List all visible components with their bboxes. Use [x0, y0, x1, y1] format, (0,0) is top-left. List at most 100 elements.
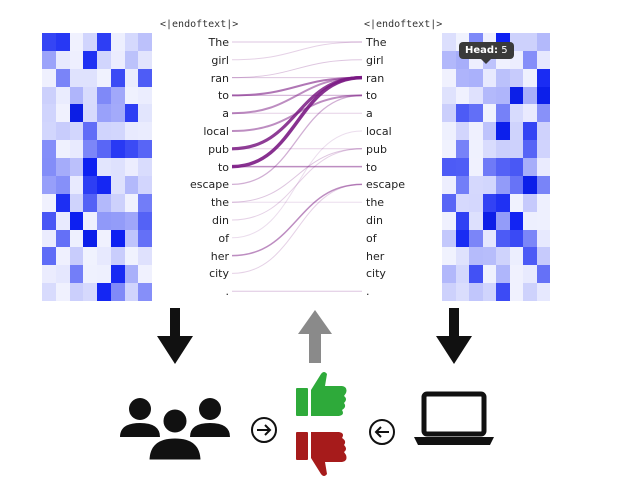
heatmap-cell[interactable]	[110, 193, 125, 212]
heatmap-cell[interactable]	[97, 33, 111, 51]
heatmap-cell[interactable]	[124, 211, 139, 230]
heatmap-cell[interactable]	[442, 122, 456, 141]
heatmap-cell[interactable]	[536, 86, 550, 105]
heatmap-cell[interactable]	[42, 211, 56, 230]
heatmap-cell[interactable]	[469, 158, 483, 176]
token[interactable]: her	[210, 249, 229, 263]
heatmap-cell[interactable]	[83, 86, 97, 105]
heatmap-cell[interactable]	[496, 283, 510, 301]
heatmap-cell[interactable]	[42, 229, 56, 248]
heatmap-cell[interactable]	[42, 265, 56, 284]
heatmap-cell[interactable]	[42, 104, 56, 123]
heatmap-cell[interactable]	[496, 211, 510, 230]
heatmap-cell[interactable]	[536, 140, 550, 159]
heatmap-cell[interactable]	[138, 229, 152, 248]
heatmap-cell[interactable]	[496, 68, 510, 87]
token[interactable]: the	[366, 196, 385, 210]
heatmap-cell[interactable]	[509, 86, 523, 105]
heatmap-cell[interactable]	[482, 68, 496, 87]
heatmap-cell[interactable]	[469, 211, 483, 230]
heatmap-cell[interactable]	[442, 265, 456, 284]
token[interactable]: escape	[366, 178, 406, 192]
heatmap-cell[interactable]	[536, 68, 550, 87]
heatmap-cell[interactable]	[138, 104, 152, 123]
heatmap-cell[interactable]	[496, 229, 510, 248]
heatmap-cell[interactable]	[55, 283, 70, 301]
heatmap-cell[interactable]	[469, 193, 483, 212]
heatmap-cell[interactable]	[482, 104, 496, 123]
heatmap-cell[interactable]	[138, 265, 152, 284]
heatmap-cell[interactable]	[124, 68, 139, 87]
heatmap-cell[interactable]	[97, 283, 111, 301]
heatmap-cell[interactable]	[97, 247, 111, 266]
heatmap-cell[interactable]	[138, 175, 152, 194]
token[interactable]: city	[366, 267, 386, 281]
heatmap-cell[interactable]	[110, 122, 125, 141]
heatmap-cell[interactable]	[124, 229, 139, 248]
heatmap-cell[interactable]	[455, 140, 469, 159]
heatmap-cell[interactable]	[124, 104, 139, 123]
token[interactable]: ran	[366, 71, 385, 85]
heatmap-cell[interactable]	[124, 158, 139, 176]
heatmap-cell[interactable]	[509, 140, 523, 159]
heatmap-cell[interactable]	[83, 193, 97, 212]
heatmap-cell[interactable]	[536, 247, 550, 266]
heatmap-cell[interactable]	[469, 140, 483, 159]
heatmap-cell[interactable]	[509, 158, 523, 176]
heatmap-cell[interactable]	[69, 265, 84, 284]
left-endoftext-token[interactable]: <|endoftext|>	[160, 19, 239, 30]
heatmap-cell[interactable]	[469, 229, 483, 248]
token[interactable]: local	[366, 125, 392, 138]
heatmap-cell[interactable]	[469, 122, 483, 141]
heatmap-cell[interactable]	[536, 158, 550, 176]
heatmap-cell[interactable]	[138, 211, 152, 230]
token[interactable]: to	[217, 89, 229, 103]
heatmap-cell[interactable]	[482, 86, 496, 105]
heatmap-cell[interactable]	[110, 229, 125, 248]
heatmap-cell[interactable]	[83, 283, 97, 301]
heatmap-cell[interactable]	[496, 175, 510, 194]
heatmap-cell[interactable]	[455, 211, 469, 230]
heatmap-cell[interactable]	[482, 211, 496, 230]
heatmap-cell[interactable]	[442, 158, 456, 176]
heatmap-cell[interactable]	[138, 68, 152, 87]
token[interactable]: of	[218, 231, 229, 245]
heatmap-cell[interactable]	[442, 104, 456, 123]
heatmap-cell[interactable]	[124, 50, 139, 69]
heatmap-cell[interactable]	[509, 265, 523, 284]
token[interactable]: local	[203, 125, 229, 138]
heatmap-cell[interactable]	[69, 211, 84, 230]
heatmap-cell[interactable]	[509, 104, 523, 123]
heatmap-cell[interactable]	[97, 140, 111, 159]
heatmap-cell[interactable]	[83, 33, 97, 51]
heatmap-cell[interactable]	[482, 283, 496, 301]
heatmap-cell[interactable]	[97, 211, 111, 230]
heatmap-cell[interactable]	[110, 158, 125, 176]
heatmap-cell[interactable]	[138, 122, 152, 141]
heatmap-cell[interactable]	[69, 193, 84, 212]
heatmap-cell[interactable]	[69, 86, 84, 105]
heatmap-cell[interactable]	[110, 86, 125, 105]
heatmap-cell[interactable]	[97, 229, 111, 248]
heatmap-cell[interactable]	[455, 265, 469, 284]
heatmap-cell[interactable]	[55, 86, 70, 105]
heatmap-cell[interactable]	[509, 193, 523, 212]
heatmap-cell[interactable]	[110, 247, 125, 266]
heatmap-cell[interactable]	[83, 175, 97, 194]
heatmap-cell[interactable]	[83, 140, 97, 159]
heatmap-cell[interactable]	[42, 193, 56, 212]
heatmap-cell[interactable]	[455, 86, 469, 105]
heatmap-cell[interactable]	[124, 283, 139, 301]
heatmap-cell[interactable]	[55, 50, 70, 69]
heatmap-cell[interactable]	[55, 211, 70, 230]
heatmap-cell[interactable]	[55, 68, 70, 87]
heatmap-cell[interactable]	[455, 229, 469, 248]
heatmap-cell[interactable]	[83, 158, 97, 176]
heatmap-cell[interactable]	[138, 33, 152, 51]
heatmap-cell[interactable]	[455, 193, 469, 212]
token[interactable]: a	[222, 107, 229, 121]
thumbs-up-icon[interactable]	[294, 370, 350, 418]
heatmap-cell[interactable]	[442, 175, 456, 194]
heatmap-cell[interactable]	[55, 265, 70, 284]
heatmap-cell[interactable]	[536, 33, 550, 51]
